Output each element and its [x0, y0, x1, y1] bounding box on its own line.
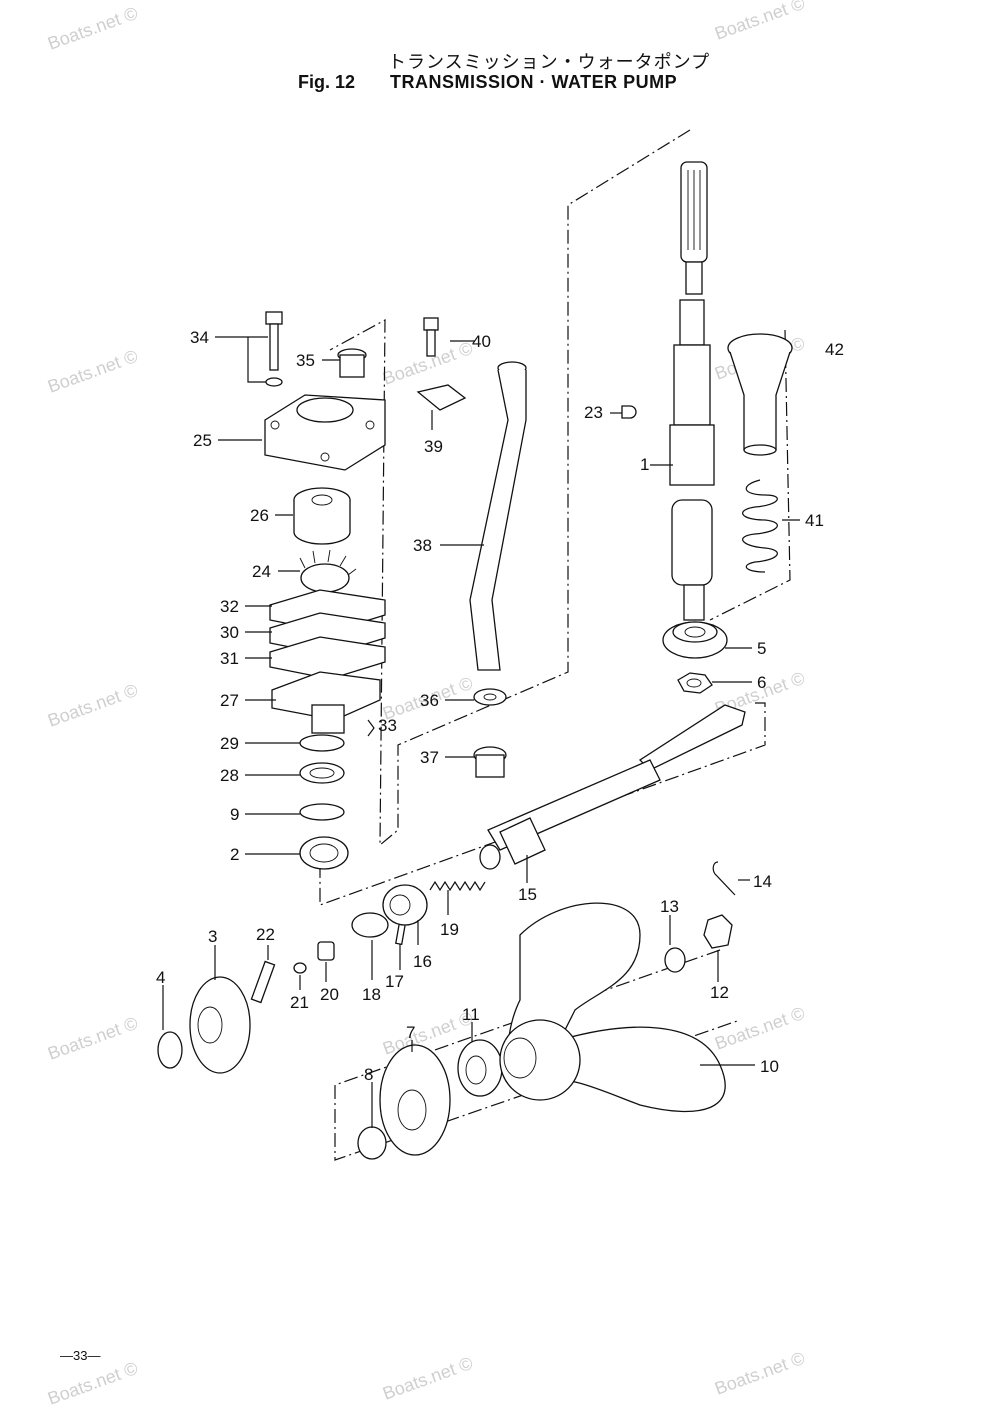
bearing [299, 836, 349, 870]
pinion-gear [662, 621, 728, 659]
callout-17: 17 [385, 972, 404, 991]
impeller [299, 549, 357, 593]
callout-38: 38 [413, 536, 432, 555]
gasket-plates [269, 589, 386, 680]
callout-15: 15 [518, 885, 537, 904]
callout-3: 3 [208, 927, 217, 946]
callout-33: 33 [378, 716, 397, 735]
drive-shaft [669, 161, 715, 621]
callout-labels: 1 2 3 4 5 6 7 8 9 10 11 12 13 14 15 16 1… [156, 328, 844, 1084]
shim [357, 1126, 387, 1160]
callout-22: 22 [256, 925, 275, 944]
callout-28: 28 [220, 766, 239, 785]
pump-insert [293, 487, 351, 545]
callout-6: 6 [757, 673, 766, 692]
callout-31: 31 [220, 649, 239, 668]
callout-5: 5 [757, 639, 766, 658]
callout-30: 30 [220, 623, 239, 642]
callout-12: 12 [710, 983, 729, 1002]
pump-base [271, 671, 381, 734]
propeller-shaft [479, 704, 746, 870]
water-tube [469, 361, 527, 671]
callout-25: 25 [193, 431, 212, 450]
forward-gear [189, 976, 251, 1074]
cotter-pin [712, 861, 736, 896]
callout-13: 13 [660, 897, 679, 916]
grommet [473, 746, 507, 778]
bolt [423, 317, 439, 357]
callout-32: 32 [220, 597, 239, 616]
o-ring [299, 734, 345, 752]
reverse-gear [379, 1044, 451, 1156]
shift-spring [429, 880, 486, 892]
callout-37: 37 [420, 748, 439, 767]
callout-23: 23 [584, 403, 603, 422]
grommet [337, 348, 367, 378]
callout-2: 2 [230, 845, 239, 864]
figure-number: Fig. 12 [298, 72, 356, 92]
bracket [416, 384, 467, 411]
callout-11: 11 [462, 1005, 480, 1024]
callout-8: 8 [364, 1065, 373, 1084]
callout-41: 41 [805, 511, 824, 530]
woodruff-key [621, 405, 637, 419]
callout-7: 7 [406, 1023, 415, 1042]
callout-42: 42 [825, 340, 844, 359]
callout-27: 27 [220, 691, 239, 710]
leader-lines [162, 336, 800, 1128]
callout-10: 10 [760, 1057, 779, 1076]
callout-20: 20 [320, 985, 339, 1004]
shift-plunger [250, 960, 276, 1004]
pinion-nut [677, 672, 713, 694]
figure-title: TRANSMISSION · WATER PUMP [390, 72, 678, 92]
callout-14: 14 [753, 872, 772, 891]
cross-pin-ring [351, 912, 389, 938]
callout-36: 36 [420, 691, 439, 710]
callout-19: 19 [440, 920, 459, 939]
shim [157, 1031, 183, 1069]
callout-29: 29 [220, 734, 239, 753]
oil-seal [299, 762, 345, 784]
grommet [473, 688, 507, 706]
washer [664, 947, 686, 973]
callout-16: 16 [413, 952, 432, 971]
callout-24: 24 [252, 562, 271, 581]
pump-housing [264, 394, 386, 471]
callout-35: 35 [296, 351, 315, 370]
shaft-sleeve [727, 333, 793, 456]
callout-18: 18 [362, 985, 381, 1004]
callout-1: 1 [640, 455, 649, 474]
callout-9: 9 [230, 805, 239, 824]
clutch [382, 884, 428, 926]
page-number: —33— [60, 1348, 101, 1363]
bolt [265, 311, 283, 387]
propeller-nut [703, 914, 733, 949]
callout-34: 34 [190, 328, 209, 347]
shift-cam [317, 941, 335, 961]
callout-26: 26 [250, 506, 269, 525]
propeller [499, 902, 726, 1113]
figure-title-japanese: トランスミッション・ウォータポンプ [388, 52, 711, 72]
callout-4: 4 [156, 968, 165, 987]
callout-21: 21 [290, 993, 309, 1012]
thrust-holder [457, 1039, 503, 1097]
callout-40: 40 [472, 332, 491, 351]
o-ring [299, 803, 345, 821]
coil-spring [742, 479, 778, 573]
ball [293, 962, 307, 974]
callout-39: 39 [424, 437, 443, 456]
pin [367, 719, 375, 737]
